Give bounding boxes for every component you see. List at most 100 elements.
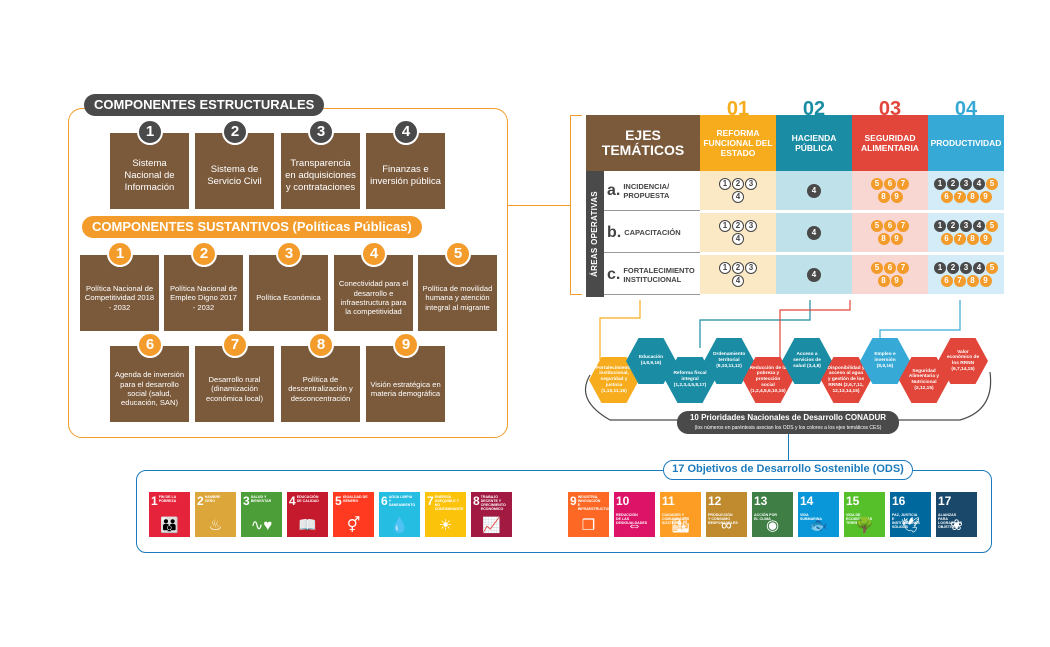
ods-label: TRABAJO DECENTE Y CRECIMIENTO ECONÓMICO [480,495,506,512]
axis-number-circle: 4 [732,191,744,203]
ods-tile-6: 6AGUA LIMPIA Y SANEAMIENTO💧 [379,492,420,537]
axis-number-circle: 4 [732,275,744,287]
areas-operativas-label: ÁREAS OPERATIVAS [590,191,599,277]
substantive-policy-label: Política Nacional de Empleo Digno 2017 -… [169,283,238,312]
axis-number-02: 02 [802,98,826,120]
ods-tile-12: 12PRODUCCIÓN Y CONSUMO RESPONSABLES∞ [706,492,747,537]
ods-number: 8 [473,494,480,508]
axis-number-circle: 7 [897,220,909,232]
substantive-policy-label: Visión estratégica en materia demográfic… [370,379,441,398]
ods-label: VIDA DE ECOSISTEMAS TERRESTRES [846,513,873,526]
ods-tile-2: 2HAMBRE CERO♨ [195,492,236,537]
axis-number-circle: 4 [973,262,985,274]
ods-label: IGUALDAD DE GÉNERO [342,495,368,504]
substantive-policy-label: Desarrollo rural (dinamización económica… [206,374,263,403]
substantive-policy-number: 4 [361,241,387,267]
connector-line [508,205,570,206]
axis-number-circle: 4 [973,220,985,232]
substantive-policy-1: Política Nacional de Competitividad 2018… [80,255,159,331]
axis-number-circle: 3 [745,178,757,190]
priorities-title: 10 Prioridades Nacionales de Desarrollo … [689,413,887,422]
eye-globe-icon: ◉ [765,517,780,534]
ods-tile-16: 16PAZ, JUSTICIA E INSTITUCIONES SÓLIDAS🕊 [890,492,931,537]
axis-header-3: SEGURIDAD ALIMENTARIA [852,115,928,171]
ods-number: 9 [570,494,577,508]
ods-label: REDUCCIÓN DE LAS DESIGUALDADES [616,513,648,526]
circle-group: 4 [806,183,822,198]
ods-number: 17 [938,494,952,508]
substantive-policy-number: 3 [276,241,302,267]
bowl-icon: ♨ [208,517,223,534]
substantive-policy-9: Visión estratégica en materia demográfic… [366,346,445,422]
axis-number-circle: 2 [732,178,744,190]
row-label: CAPACITACIÓN [624,228,681,237]
ods-number: 10 [616,494,630,508]
substantive-policy-2: Política Nacional de Empleo Digno 2017 -… [164,255,243,331]
ods-label: EDUCACIÓN DE CALIDAD [296,495,319,504]
ods-label: CIUDADES Y COMUNIDADES SOSTENIBLES [662,513,690,526]
axis-number-circle: 8 [966,233,979,245]
ods-tile-4: 4EDUCACIÓN DE CALIDAD📖 [287,492,328,537]
ods-number: 6 [381,494,388,508]
substantive-policy-label: Conectividad para el desarrollo e infrae… [338,279,409,317]
axis-number-01: 01 [726,98,750,120]
axis-number-circle: 6 [884,220,896,232]
ods-tile-17: 17ALIANZAS PARA LOGRAR LOS OBJETIVOS❀ [936,492,977,537]
city-icon: 🏙 [670,517,691,534]
axis-number-circle: 8 [966,275,979,287]
substantive-policy-8: Política de descentralización y desconce… [281,346,360,422]
ods-label: HAMBRE CERO [204,495,221,504]
axis-number-circle: 7 [953,233,966,245]
axis-number-circle: 1 [934,178,946,190]
substantive-policy-5: Política de movilidad humana y atención … [418,255,497,331]
axis-number-circle: 4 [807,225,821,240]
ods-tile-3: 3SALUD Y BIENESTAR∿♥ [241,492,282,537]
axis-number-circle: 3 [745,262,757,274]
heartbeat-icon: ∿♥ [250,517,273,534]
ods-label: INDUSTRIA, INNOVACIÓN E INFRAESTRUCTURA [577,495,609,512]
structural-component-label: Transparencia en adquisiciones y contrat… [285,158,356,193]
axis-number-circle: 3 [745,220,757,232]
areas-operativas-bar [586,171,604,297]
substantive-policy-number: 5 [445,241,471,267]
axis-number-circle: 9 [979,191,992,203]
structural-title: COMPONENTES ESTRUCTURALES [84,94,325,116]
axis-number-circle: 6 [884,178,896,190]
axis-number-circle: 6 [940,233,953,245]
equality-icon: ⇔ [627,517,642,534]
cubes-icon: ❒ [581,517,596,534]
tree-icon: 🌳 [855,517,874,534]
operative-area-row-2: b.CAPACITACIÓN [604,213,700,253]
axis-number-circle: 8 [877,275,890,287]
axis-number-circle: 7 [897,262,909,274]
axis-number-circle: 8 [877,191,890,203]
substantive-title: COMPONENTES SUSTANTIVOS (Políticas Públi… [82,216,422,238]
axis-number-circle: 4 [973,178,985,190]
axis-number-circle: 9 [979,275,992,287]
circle-group: 4 [806,225,822,240]
axis-number-circle: 1 [719,220,731,232]
ods-tile-8: 8TRABAJO DECENTE Y CRECIMIENTO ECONÓMICO… [471,492,512,537]
structural-component-1: Sistema Nacional de Información [110,133,189,209]
axis-header-4: PRODUCTIVIDAD [928,115,1004,171]
axis-number-circle: 2 [947,262,959,274]
substantive-policy-label: Política de movilidad humana y atención … [422,283,493,312]
matrix-cell-1-2: 4 [776,171,852,211]
axis-number-03: 03 [878,98,902,120]
priority-chain-lines [585,300,992,421]
ods-number: 1 [151,494,158,508]
structural-component-2: Sistema de Servicio Civil [195,133,274,209]
axis-number-circle: 1 [934,220,946,232]
structural-component-3: Transparencia en adquisiciones y contrat… [281,133,360,209]
fish-icon: 🐟 [809,517,828,534]
row-letter: c. [607,265,621,283]
